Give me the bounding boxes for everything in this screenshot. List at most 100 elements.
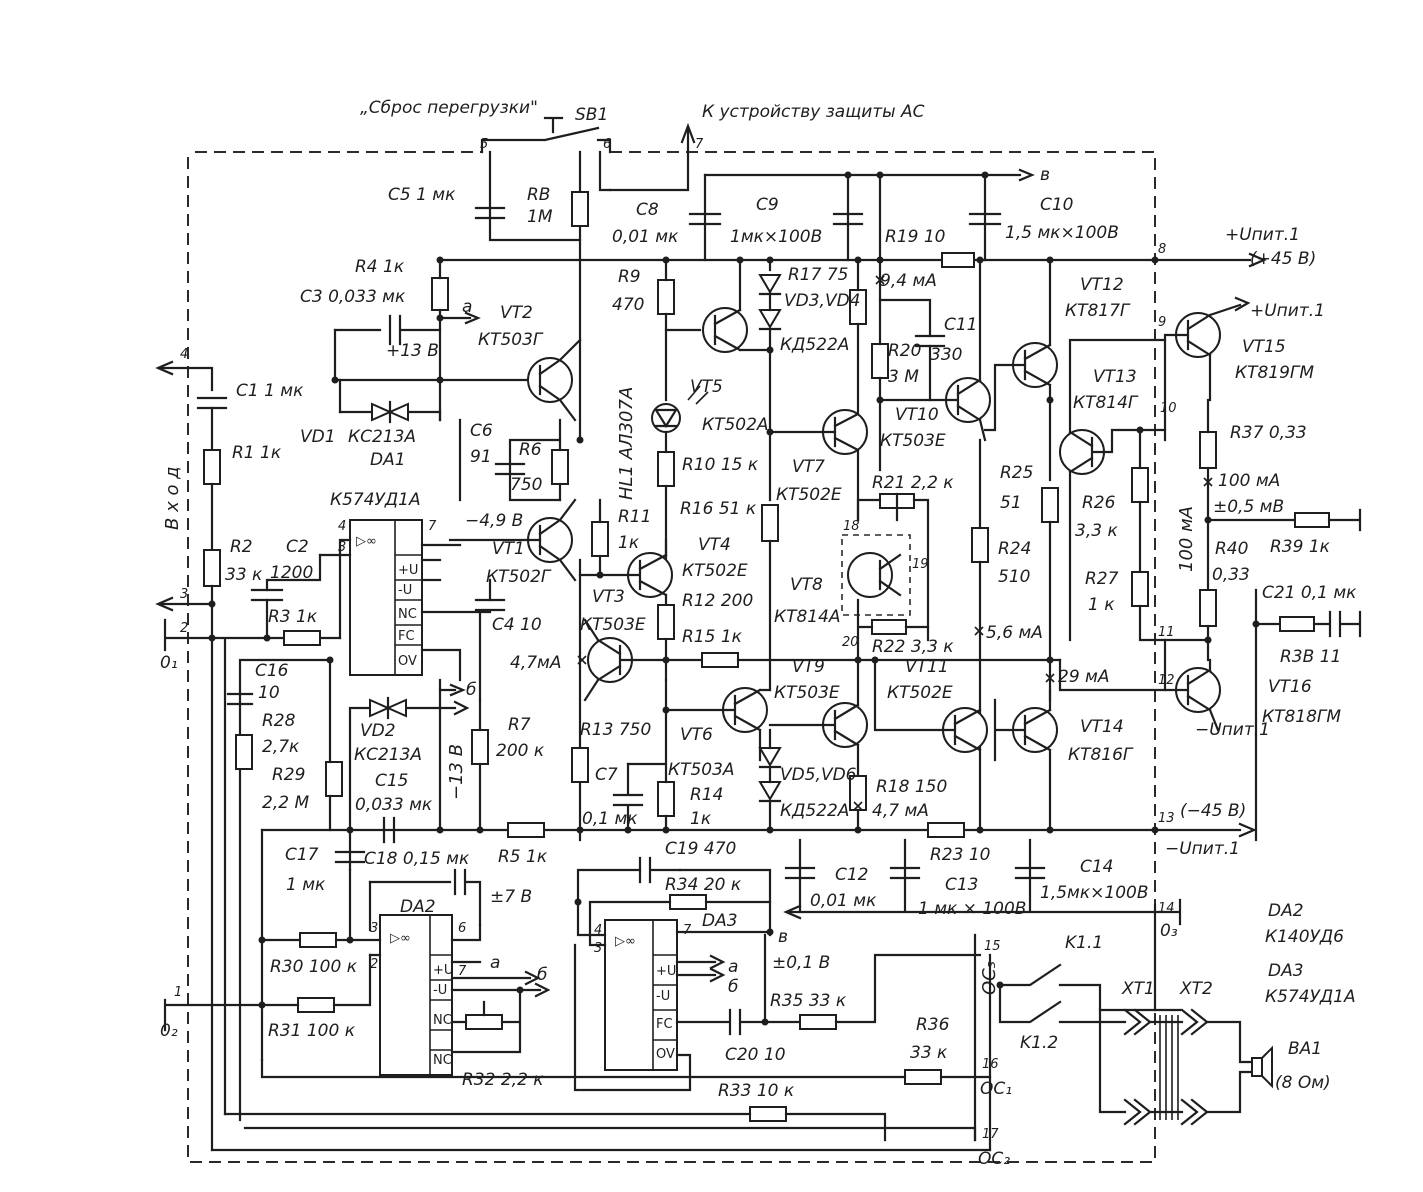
pin-12: 12: [1158, 673, 1175, 688]
pin-da2-6: 6: [458, 921, 466, 936]
label-c10-val: 1,5 мк×100В: [1005, 223, 1119, 243]
pin-da3-3: 3: [594, 941, 602, 956]
label-c7: C7: [595, 765, 618, 785]
resistor-r23: [927, 822, 965, 838]
label-r32: R32 2,2 к: [462, 1070, 544, 1090]
pin-da2-7: 7: [458, 964, 467, 979]
label-r12: R12 200: [682, 591, 753, 611]
label-p7: ±7 В: [490, 887, 532, 907]
label-r11: R11: [618, 507, 651, 527]
transistor-vt2: [527, 338, 582, 422]
label-i100b: 100 мА: [1176, 506, 1197, 572]
da1-pin-fc: FC: [398, 629, 415, 644]
label-c7-val: 0,1 мк: [582, 809, 638, 829]
relay-contact-k1-2: [998, 983, 1127, 1024]
label-r28-val: 2,7к: [262, 737, 300, 757]
label-protect: К устройству защиты АС: [702, 102, 925, 122]
pin-da2-2: 2: [370, 957, 378, 972]
label-vt10: VT10: [895, 405, 939, 425]
resistor-r2: [203, 549, 221, 587]
resistor-r35: [799, 1014, 837, 1030]
label-vt8: VT8: [790, 575, 823, 595]
label-vt9-type: КТ503Е: [774, 683, 840, 703]
label-r22: R22 3,3 к: [872, 637, 954, 657]
label-r30: R30 100 к: [270, 957, 358, 977]
label-upitm2: −Uпит.1: [1165, 839, 1240, 859]
label-r37: R37 0,33: [1230, 423, 1307, 443]
capacitor-c19: [638, 856, 682, 884]
label-r24-val: 510: [998, 567, 1030, 587]
pin-16: 16: [982, 1057, 999, 1072]
label-sb1: SB1: [575, 105, 608, 125]
transistor-vt4: [578, 538, 673, 612]
zener-vd1: [338, 400, 442, 424]
transistor-vt12: [1012, 258, 1058, 482]
pin-da1-4: 4: [338, 519, 346, 534]
label-m13: −13 В: [446, 744, 467, 800]
capacitor-c18: [368, 868, 482, 927]
capacitor-c17: [334, 850, 366, 864]
label-c20: C20 10: [725, 1045, 786, 1065]
capacitor-c3: [333, 314, 442, 346]
label-b-top: в: [1040, 165, 1050, 185]
label-r38: R3В 11: [1280, 647, 1341, 667]
opamp-da2: [379, 914, 453, 1076]
da2-pin-nc2: NC: [433, 1053, 452, 1068]
label-r20: R20: [888, 341, 921, 361]
pin-13: 13: [1158, 811, 1175, 826]
label-k11: K1.1: [1065, 933, 1103, 953]
label-c15: C15: [375, 771, 409, 791]
label-xt2: XT2: [1179, 979, 1213, 999]
resistor-r31: [297, 997, 335, 1013]
da3-symbol: ▷∞: [615, 934, 636, 949]
label-vt12: VT12: [1080, 275, 1124, 295]
label-r18: R18 150: [876, 777, 947, 797]
input-wire: [158, 366, 214, 392]
da1-pin-nc: NC: [398, 607, 417, 622]
label-r27-val: 1 к: [1088, 595, 1115, 615]
resistor-r32: [465, 1014, 503, 1030]
label-ba1: BA1: [1288, 1039, 1322, 1059]
pin-19: 19: [912, 557, 929, 572]
label-r33: R33 10 к: [718, 1081, 795, 1101]
pin-11: 11: [1158, 625, 1175, 640]
capacitor-c20: [675, 1008, 802, 1036]
label-r28: R28: [262, 711, 296, 731]
pin-3-input: 3: [180, 587, 188, 602]
resistor-r28: [235, 734, 253, 770]
label-c8: C8: [636, 200, 659, 220]
label-c21: C21 0,1 мк: [1262, 583, 1357, 603]
resistor-rb: [571, 191, 589, 227]
label-o3: 0₃: [1160, 921, 1178, 941]
label-o1: 0₁: [160, 653, 178, 673]
label-plus13: +13 В: [386, 341, 439, 361]
label-i94: 9,4 мА: [880, 271, 937, 291]
transistor-vt9: [768, 658, 868, 777]
resistor-r15: [701, 652, 739, 668]
label-r40-val: 0,33: [1212, 565, 1250, 585]
resistor-r36: [904, 1069, 942, 1085]
label-upit1: +Uпит.1: [1225, 225, 1300, 245]
label-a-top: а: [462, 297, 472, 317]
label-rb: RB: [527, 185, 550, 205]
label-rb-val: 1M: [527, 207, 553, 227]
label-v01: ±0,1 В: [772, 953, 830, 973]
label-a-low: а: [490, 953, 500, 973]
da1-pin-ov: OV: [398, 654, 417, 669]
capacitor-c9: [832, 212, 864, 226]
label-upit1b: +Uпит.1: [1250, 301, 1325, 321]
label-r2: R2: [230, 537, 253, 557]
protection-arrow-wire: [608, 128, 690, 192]
capacitor-c21: [1312, 610, 1362, 638]
reset-button-sb1: [480, 116, 612, 154]
da1-pin-u: +U: [398, 563, 418, 578]
label-vt13-type: КТ814Г: [1073, 393, 1139, 413]
pin-14: 14: [1158, 901, 1175, 916]
label-r34: R34 20 к: [665, 875, 742, 895]
label-r31: R31 100 к: [268, 1021, 356, 1041]
label-r6-val: 750: [510, 475, 542, 495]
label-reset: „Сброс перегрузки": [360, 98, 538, 118]
label-r24: R24: [998, 539, 1031, 559]
label-c4: C4 10: [492, 615, 542, 635]
label-c16: C16: [255, 661, 289, 681]
